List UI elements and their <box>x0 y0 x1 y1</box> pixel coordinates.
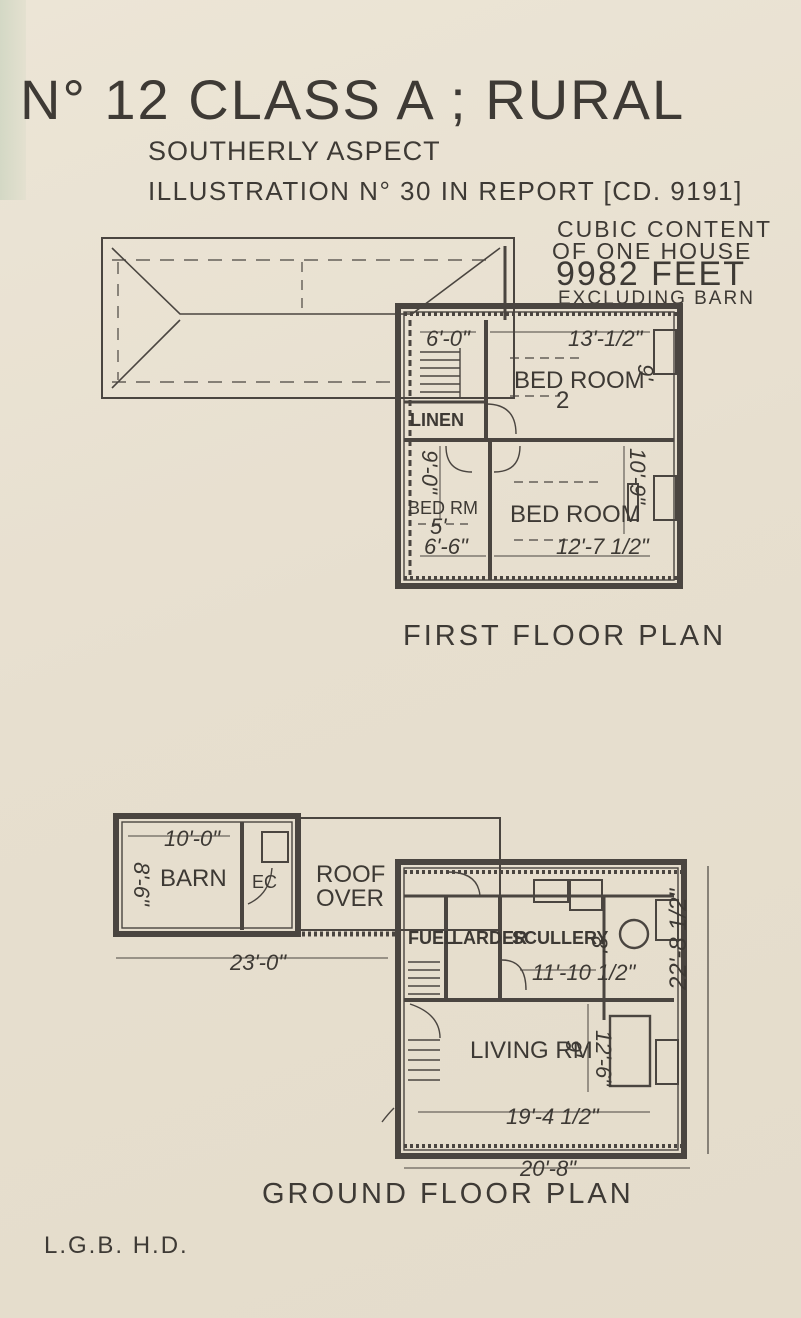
dim-text-12-7: 12'-7 1/2" <box>556 534 650 559</box>
door-swing-large-bed <box>493 445 521 473</box>
roof-outline <box>101 237 515 399</box>
cubic-content-line-2: OF ONE HOUSE <box>552 238 753 264</box>
dim-text-9: 9' <box>633 364 658 381</box>
ground-floor-plan-title: GROUND FLOOR PLAN <box>262 1178 634 1210</box>
dim-text-10-9: 10'-9" <box>625 448 650 505</box>
first-floor-plan-title: FIRST FLOOR PLAN <box>403 620 727 652</box>
door-swing-small-bed <box>445 445 473 473</box>
window-right-inner <box>627 483 639 521</box>
dim-text-6-0: 6'-0" <box>426 326 471 351</box>
room-label-bed-rm-small: BED RM <box>408 498 478 518</box>
stair-treads <box>420 348 461 398</box>
room-label-bed-room-large: BED ROOM <box>510 501 641 528</box>
first-floor-outer-wall <box>395 303 683 589</box>
window-right-lower <box>653 475 677 521</box>
aspect-label: SOUTHERLY ASPECT <box>148 136 441 166</box>
cubic-content-line-1: CUBIC CONTENT <box>557 216 773 242</box>
dim-text-13-half: 13'-1/2" <box>568 326 644 351</box>
roof-hip-left <box>111 319 181 389</box>
window-right-upper <box>653 329 677 375</box>
dim-text-5: 5' <box>430 514 447 539</box>
door-swing-bed2 <box>485 403 517 435</box>
room-label-linen: LINEN <box>410 410 464 430</box>
paper-edge-stain <box>0 0 26 200</box>
cubic-content-value: 9982 FEET <box>556 255 746 293</box>
dim-text-9-0: 9'-0" <box>417 450 442 495</box>
room-label-bed-room-2-num: 2 <box>556 387 569 414</box>
roof-ridge-top <box>111 247 501 315</box>
illustration-reference: ILLUSTRATION N° 30 IN REPORT [CD. 9191] <box>148 176 743 206</box>
signature-initials: L.G.B. H.D. <box>44 1232 189 1259</box>
sheet-title: N° 12 CLASS A ; RURAL <box>20 68 686 131</box>
room-label-bed-room-2: BED ROOM <box>514 367 645 394</box>
dim-text-6-6: 6'-6" <box>424 534 469 559</box>
